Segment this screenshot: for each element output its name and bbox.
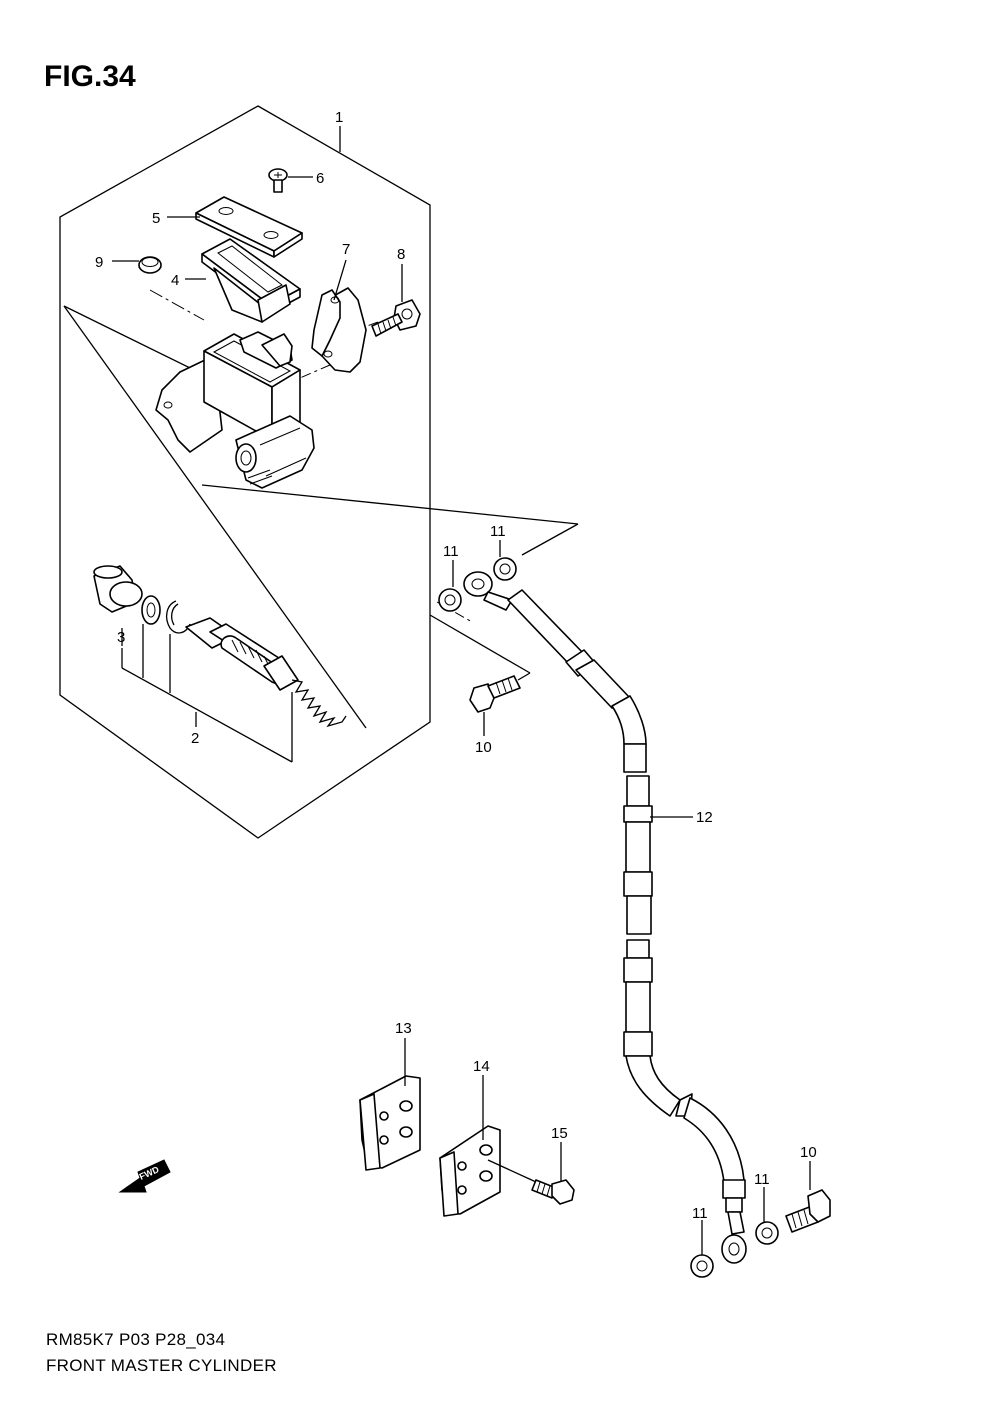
part-9-seal-ring — [138, 256, 162, 274]
callout-3: 3 — [117, 629, 125, 646]
piston-kit — [93, 565, 347, 763]
callout-7: 7 — [342, 241, 350, 258]
part-14-hose-guide — [439, 1125, 501, 1217]
part-12-brake-hose — [507, 589, 747, 1264]
master-cylinder-body — [155, 331, 315, 489]
callout-15: 15 — [551, 1125, 568, 1142]
part-4-diaphragm-plate — [201, 238, 301, 323]
callout-5: 5 — [152, 210, 160, 227]
callout-11-lower-left: 11 — [692, 1205, 708, 1222]
callout-10-lower: 10 — [800, 1144, 817, 1161]
callout-11-upper-left: 11 — [443, 543, 459, 560]
part-13-hose-guide — [359, 1075, 421, 1171]
callout-13: 13 — [395, 1020, 412, 1037]
callout-12: 12 — [696, 809, 713, 826]
callout-labels: 1 6 5 9 4 7 8 3 2 11 11 10 12 13 14 15 1… — [95, 109, 817, 1222]
model-code: RM85K7 P03 P28_034 — [46, 1330, 226, 1349]
callout-4: 4 — [171, 272, 179, 289]
upper-banjo-parts — [438, 557, 521, 713]
callout-6: 6 — [316, 170, 324, 187]
callout-9: 9 — [95, 254, 103, 271]
lower-banjo-parts — [690, 1189, 831, 1278]
diagram-caption: FRONT MASTER CYLINDER — [46, 1356, 277, 1375]
callout-11-lower-right: 11 — [754, 1171, 770, 1188]
figure-title: FIG.34 — [44, 60, 136, 93]
part-6-screw — [268, 168, 288, 193]
callout-8: 8 — [397, 246, 405, 263]
fwd-arrow-icon: FWD — [118, 1159, 171, 1193]
callout-11-upper-right: 11 — [490, 523, 506, 540]
callout-14: 14 — [473, 1058, 490, 1075]
callout-2: 2 — [191, 730, 199, 747]
part-15-bolt — [531, 1179, 575, 1205]
leader-lines — [112, 126, 811, 1255]
part-7-clamp — [311, 287, 367, 373]
callout-10-upper: 10 — [475, 739, 492, 756]
part-8-clamp-bolt — [371, 299, 421, 337]
assembly-outline — [59, 105, 431, 839]
callout-1: 1 — [335, 109, 343, 126]
